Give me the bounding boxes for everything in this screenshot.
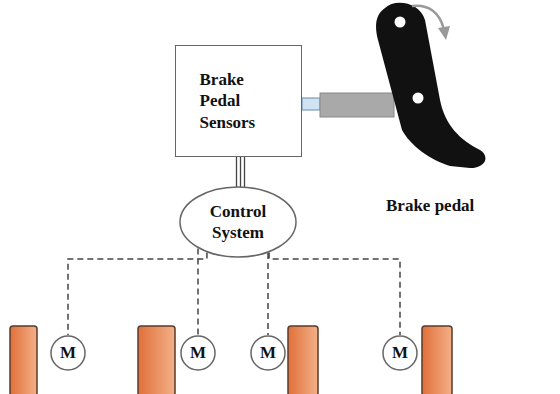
part-label: Brake pedal	[386, 196, 474, 216]
wheel	[10, 326, 37, 394]
wheel	[288, 326, 318, 394]
motor-circle: M	[382, 335, 418, 371]
node-label: M	[190, 342, 206, 363]
motion-arrow	[412, 6, 444, 30]
wheel	[422, 326, 452, 394]
node-label: Brake Pedal Sensors	[200, 69, 278, 133]
ellipse-outline	[179, 186, 297, 258]
motor-circle: M	[250, 335, 286, 371]
connector	[237, 157, 245, 187]
motor-circle: M	[50, 335, 86, 371]
pedal-rod	[320, 93, 394, 117]
pedal-hole	[413, 93, 424, 104]
connector	[68, 253, 207, 335]
motor-circle: M	[180, 335, 216, 371]
control-ellipse: Control System	[179, 186, 297, 258]
pedal-pivot	[395, 17, 406, 28]
sensor-box: Brake Pedal Sensors	[175, 45, 302, 157]
connector	[268, 253, 269, 335]
motion-arrowhead	[438, 26, 450, 40]
node-label: Control System	[196, 201, 280, 244]
sensor-plunger	[302, 98, 320, 110]
node-label: M	[60, 342, 76, 363]
brake-pedal	[376, 3, 485, 168]
connector	[269, 253, 400, 335]
connector	[198, 248, 199, 335]
node-label: M	[392, 342, 408, 363]
node-label: M	[260, 342, 276, 363]
wheel	[138, 326, 175, 394]
